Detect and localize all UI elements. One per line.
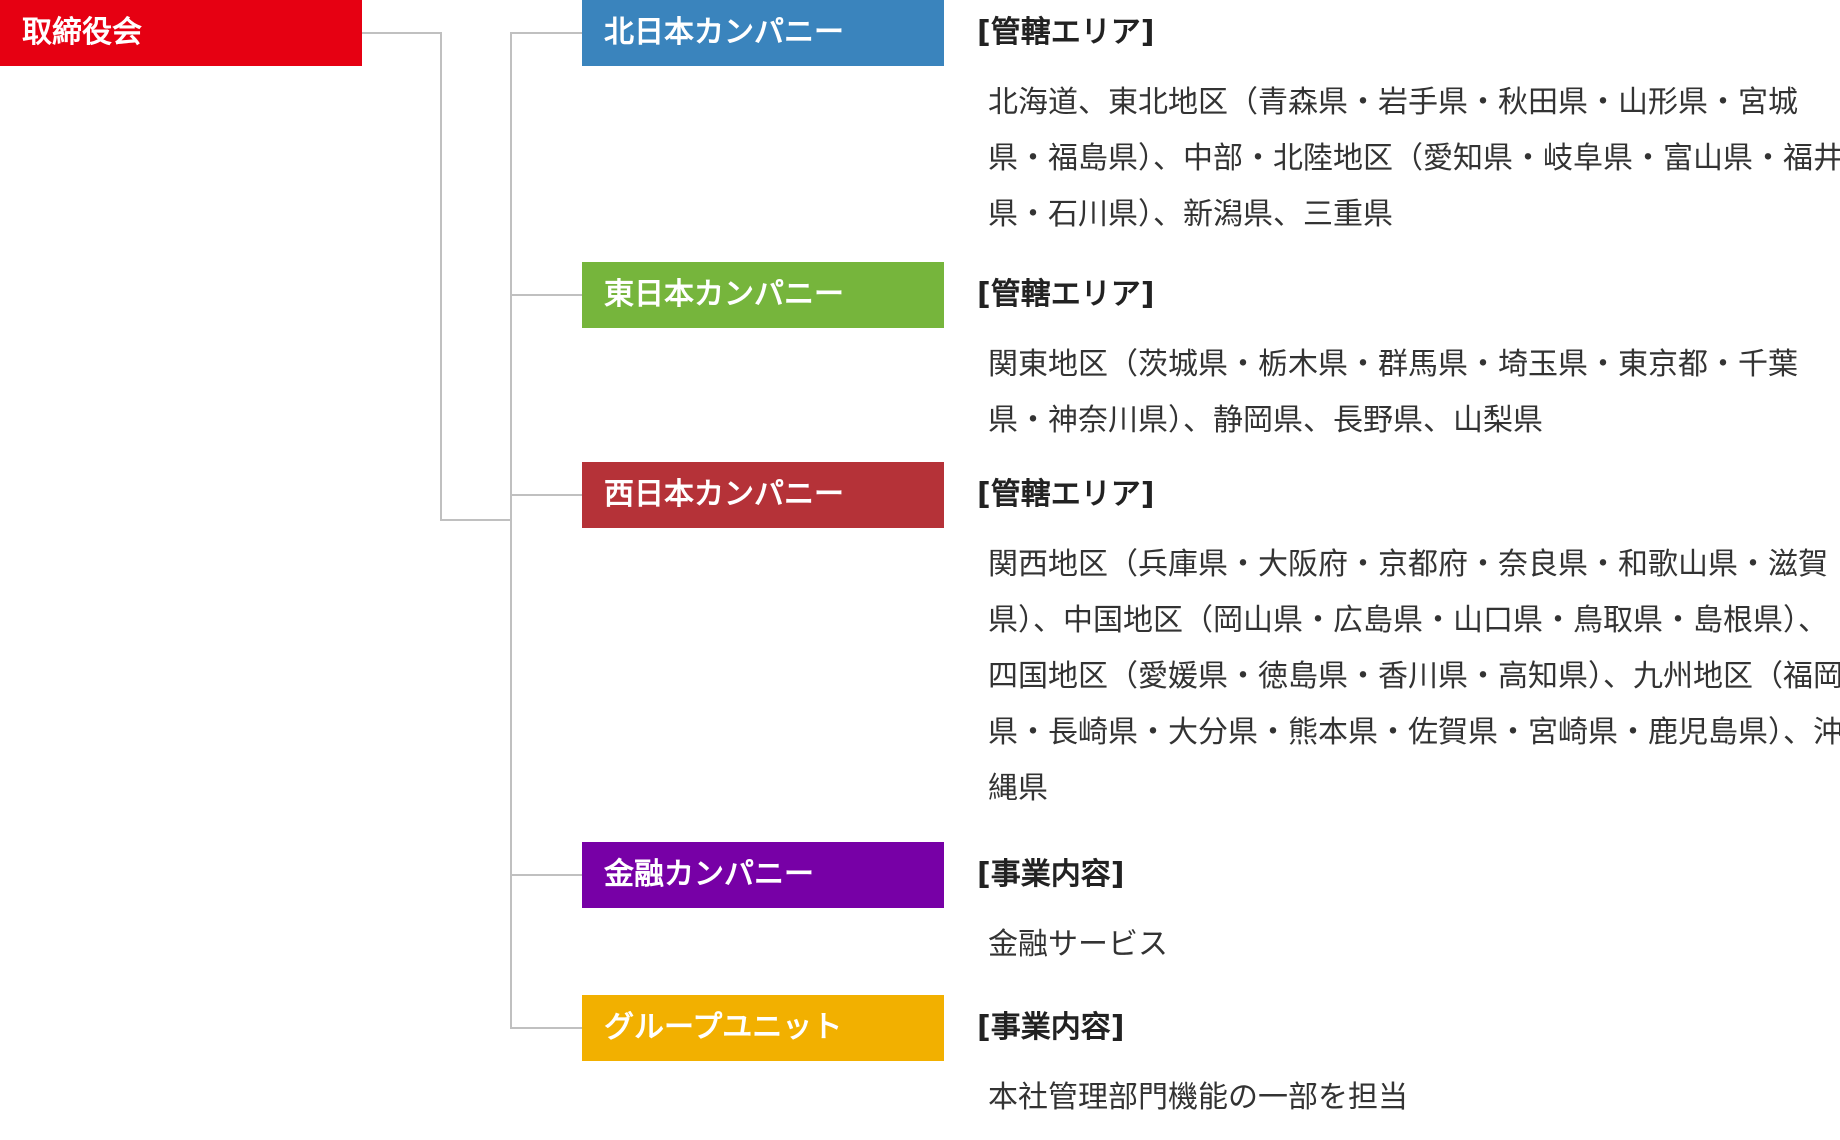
group-unit-box: グループユニット xyxy=(582,995,944,1061)
group-unit-label: グループユニット xyxy=(604,1010,843,1045)
branch-connector-group xyxy=(510,1027,582,1029)
branch-connector-north xyxy=(510,32,582,34)
east-japan-area-text: 関東地区（茨城県・栃木県・群馬県・埼玉県・東京都・千葉県・神奈川県）、静岡県、長… xyxy=(988,347,1798,438)
bridge-connector xyxy=(440,519,512,521)
board-of-directors-box: 取締役会 xyxy=(0,0,362,66)
board-of-directors-label: 取締役会 xyxy=(22,15,142,50)
east-japan-company-label: 東日本カンパニー xyxy=(604,277,844,312)
root-connector-horizontal xyxy=(362,32,441,34)
trunk-connector xyxy=(510,32,512,1028)
finance-section-heading: [事業内容] xyxy=(977,857,1125,892)
branch-connector-west xyxy=(510,494,582,496)
group-unit-section-heading: [事業内容] xyxy=(977,1010,1125,1045)
west-japan-company-label: 西日本カンパニー xyxy=(604,477,844,512)
branch-connector-east xyxy=(510,294,582,296)
finance-company-label: 金融カンパニー xyxy=(604,857,814,892)
north-japan-company-box: 北日本カンパニー xyxy=(582,0,944,66)
branch-connector-finance xyxy=(510,874,582,876)
north-japan-company-label: 北日本カンパニー xyxy=(604,15,844,50)
root-connector-vertical xyxy=(440,32,442,521)
finance-company-box: 金融カンパニー xyxy=(582,842,944,908)
finance-business-text: 金融サービス xyxy=(988,927,1168,962)
north-japan-area-text: 北海道、東北地区（青森県・岩手県・秋田県・山形県・宮城県・福島県）、中部・北陸地… xyxy=(988,85,1840,232)
west-japan-company-box: 西日本カンパニー xyxy=(582,462,944,528)
east-japan-section-heading: [管轄エリア] xyxy=(977,277,1155,312)
west-japan-area-text: 関西地区（兵庫県・大阪府・京都府・奈良県・和歌山県・滋賀県）、中国地区（岡山県・… xyxy=(988,547,1840,806)
east-japan-company-box: 東日本カンパニー xyxy=(582,262,944,328)
west-japan-section-heading: [管轄エリア] xyxy=(977,477,1155,512)
north-japan-section-heading: [管轄エリア] xyxy=(977,15,1155,50)
group-unit-business-text: 本社管理部門機能の一部を担当 xyxy=(988,1080,1408,1115)
